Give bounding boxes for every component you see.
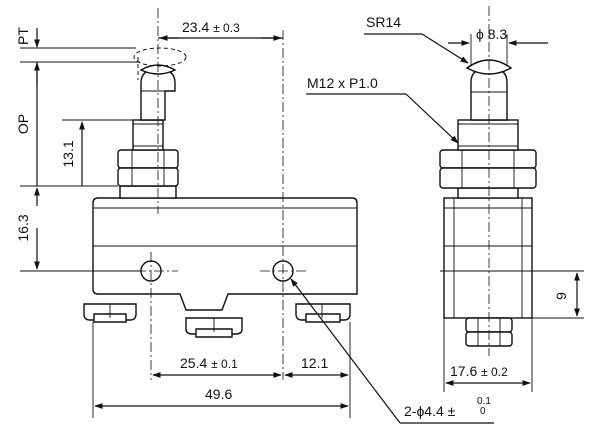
side-view: ϕ 8.3 SR14 M12 x P1.0 9 17.6 ± 0.2 [306, 6, 584, 392]
side-body [443, 197, 533, 319]
hole-spec-label: 2-ϕ4.4 ± [404, 403, 456, 419]
sr14-label: SR14 [366, 14, 401, 30]
dim-23-4-label: 23.4 ± 0.3 [182, 19, 240, 35]
phi-8-3-label: ϕ 8.3 [476, 26, 507, 42]
hole-tol-lower: 0 [480, 406, 486, 417]
dim-13-1-label: 13.1 [60, 140, 76, 167]
dim-49-6-label: 49.6 [205, 386, 232, 402]
thread-label: M12 x P1.0 [307, 75, 378, 91]
front-view: PT OP 13.1 16.3 23.4 ± 0.3 25.4 ± 0.1 [15, 8, 494, 424]
hex-nuts [117, 149, 179, 187]
dim-12-1-label: 12.1 [301, 355, 328, 371]
dim-9-label: 9 [553, 292, 569, 300]
switch-body [92, 197, 358, 311]
hole-tol-upper: 0.1 [477, 396, 491, 407]
pt-label: PT [15, 27, 31, 45]
dim-16-3-label: 16.3 [15, 214, 31, 241]
dim-25-4-label: 25.4 ± 0.1 [180, 355, 238, 371]
op-label: OP [15, 114, 31, 134]
terminals [83, 303, 351, 338]
dim-17-6-label: 17.6 ± 0.2 [450, 363, 508, 379]
